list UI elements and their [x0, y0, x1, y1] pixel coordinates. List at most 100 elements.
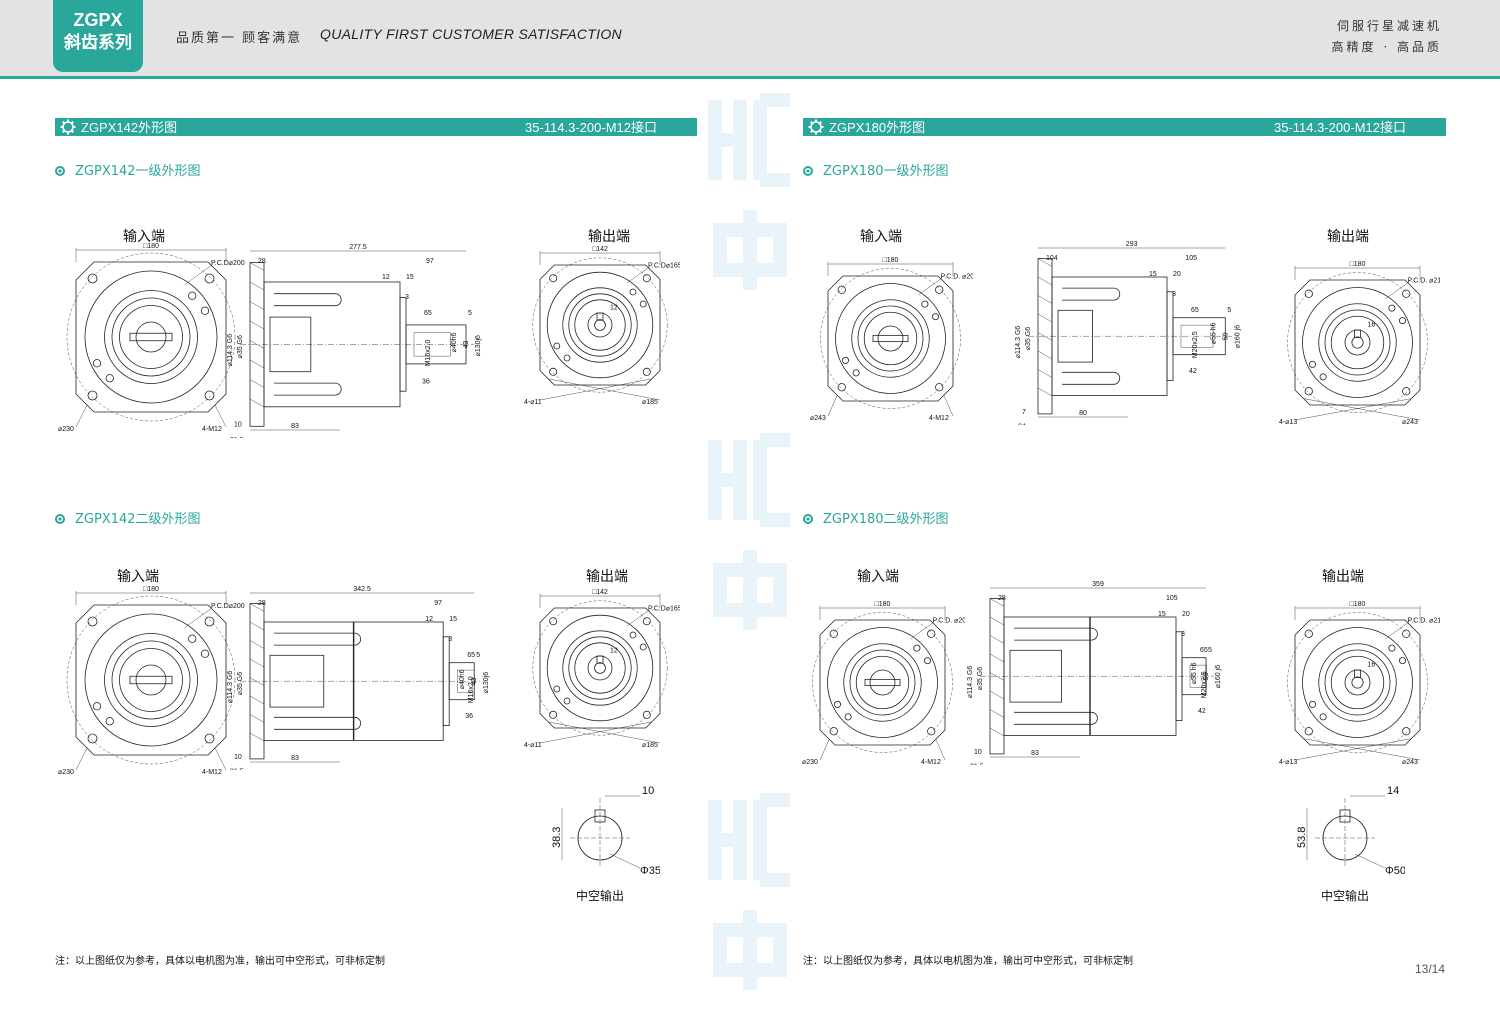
dim-bolt-holes: 4-⌀11 [524, 399, 542, 406]
bullet-icon [803, 514, 813, 524]
dim-e: 3 [1181, 631, 1185, 638]
subtitle-text: ZGPX180一级外形图 [823, 164, 949, 179]
label-output-end: 输出端 [1322, 569, 1364, 585]
dim-spigot: ⌀160 j6 [1215, 665, 1222, 688]
subtitle-142-stage2: ZGPX142二级外形图 [55, 508, 201, 527]
subtitle-180-stage1: ZGPX180一级外形图 [803, 160, 949, 179]
dim-square: □180 [875, 601, 891, 608]
label-output-end: 输出端 [1327, 229, 1369, 245]
dim-outer-diameter: ⌀243 [810, 415, 826, 422]
dim-j: 31.5 [970, 764, 984, 765]
page-number: 13/14 [1414, 962, 1445, 976]
dim-d: 20 [1173, 271, 1181, 278]
dim-bolt-holes: 4-⌀13 [1279, 419, 1297, 426]
subtitle-text: ZGPX180二级外形图 [823, 512, 949, 527]
dim-key-length: 36 [465, 713, 473, 720]
dim-key-height: 43 [471, 677, 478, 685]
dim-spigot: ⌀130j6 [483, 672, 490, 693]
dim-bolt-holes: 4-M12 [202, 426, 222, 433]
logo-model: ZGPX [73, 10, 123, 30]
subtitle-text: ZGPX142二级外形图 [75, 512, 201, 527]
dim-thread: M20x2.5 [1192, 331, 1199, 358]
section-title: ZGPX180外形图 [829, 120, 926, 135]
header-product-type: 伺服行星减速机 [1336, 19, 1442, 33]
dim-pcd: P.C.D. ⌀200 [933, 618, 966, 625]
dim-key-height: 59 [1203, 672, 1210, 680]
dim-outer-diameter: ⌀185 [642, 399, 658, 406]
dim-output-length: 97 [434, 600, 442, 607]
section-bar-zgpx180: ZGPX180外形图 35-114.3-200-M12接口 [803, 118, 1446, 136]
dim-bore: ⌀35 G6 [237, 672, 244, 695]
dim-pcd: P.C.D⌀200 [211, 260, 245, 267]
dim-pcd: P.C.D⌀200 [211, 603, 245, 610]
dim-key-depth: 53.8 [1296, 827, 1308, 848]
dim-i: 7 [1022, 409, 1026, 416]
dim-output-length: 97 [426, 258, 434, 265]
dim-key-width: 10 [642, 785, 654, 797]
dim-g: 5 [1208, 647, 1212, 654]
slogan-chinese: 品质第一 顾客满意 [176, 31, 303, 46]
dim-outer-diameter: ⌀230 [58, 426, 74, 433]
dim-key-width: 14 [1387, 785, 1399, 797]
dim-overall-length: 342.5 [353, 586, 371, 593]
section-interface: 35-114.3-200-M12接口 [525, 120, 657, 135]
bullet-icon [803, 166, 813, 176]
dim-shaft-diameter: ⌀55 h6 [1191, 662, 1198, 684]
dim-shaft-diameter: ⌀40h6 [459, 669, 466, 689]
hollow-output-label: 中空输出 [1321, 888, 1369, 903]
dim-key-length: 36 [422, 378, 430, 385]
dim-shaft-length: 65 [424, 310, 432, 317]
dim-pcd: P.C.D. ⌀215 [1408, 278, 1441, 285]
dim-square: □180 [883, 257, 899, 264]
dim-k: 80 [1079, 410, 1087, 417]
dim-c: 15 [1149, 271, 1157, 278]
dim-overall-length: 277.5 [349, 244, 367, 251]
dim-keyway: 12 [610, 304, 618, 311]
dim-e: 3 [1172, 291, 1176, 298]
dim-overall-length: 359 [1092, 581, 1104, 588]
dim-outer-diameter: ⌀230 [802, 759, 818, 766]
gear-icon [60, 119, 76, 135]
dim-square: □142 [592, 246, 608, 253]
hollow-output-label: 中空输出 [576, 888, 624, 903]
dim-flange-width: 28 [258, 258, 266, 265]
dim-outer-diameter: ⌀230 [58, 769, 74, 776]
dim-bolt-holes: 4-⌀11 [524, 742, 542, 749]
dim-bolt-holes: 4-M12 [929, 415, 949, 422]
label-output-end: 输出端 [588, 229, 630, 245]
dim-bolt-holes: 4-⌀13 [1279, 759, 1297, 766]
dim-spigot: ⌀160 j6 [1234, 325, 1241, 348]
bullet-icon [55, 514, 65, 524]
dim-k: 83 [291, 755, 299, 762]
dim-square: □142 [592, 589, 608, 596]
subtitle-180-stage2: ZGPX180二级外形图 [803, 508, 949, 527]
dim-shaft-length: 65 [1191, 307, 1199, 314]
dim-i: 10 [974, 749, 982, 756]
subtitle-text: ZGPX142一级外形图 [75, 164, 201, 179]
subtitle-142-stage1: ZGPX142一级外形图 [55, 160, 201, 179]
label-output-end: 输出端 [586, 569, 628, 585]
dim-keyway: 16 [1368, 321, 1376, 328]
gear-icon [808, 119, 824, 135]
logo-series: 斜齿系列 [64, 33, 132, 53]
dim-spigot: ⌀130j6 [475, 335, 482, 356]
dim-pcd: P.C.D⌀165 [648, 605, 680, 612]
dim-square: □180 [1350, 601, 1366, 608]
dim-key-length: 42 [1189, 368, 1197, 375]
page-header: ZGPX 斜齿系列 品质第一 顾客满意 QUALITY FIRST CUSTOM… [0, 0, 1500, 79]
section-interface: 35-114.3-200-M12接口 [1274, 120, 1406, 135]
dim-shaft-diameter: ⌀40h6 [451, 333, 458, 353]
dim-key-length: 42 [1198, 708, 1206, 715]
dim-pilot-diameter: ⌀114.3 G6 [967, 666, 974, 699]
dim-keyway: 16 [1368, 661, 1376, 668]
watermark-logo [708, 93, 790, 990]
